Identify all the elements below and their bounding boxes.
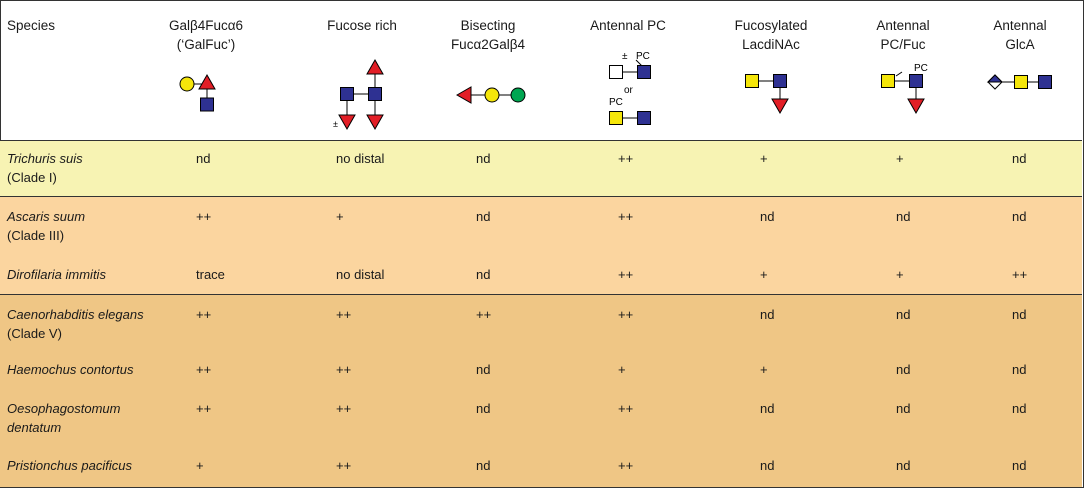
table-cell: nd	[760, 401, 775, 416]
species-name: Caenorhabditis elegans (Clade V)	[7, 305, 144, 343]
table-cell: no distal	[336, 267, 385, 282]
table-cell: ++	[476, 307, 492, 322]
antennal-pc-glycan-icon: ± PC or PC	[609, 51, 651, 125]
table-cell: nd	[196, 151, 211, 166]
clade-3-band	[0, 196, 1082, 294]
table-cell: +	[896, 267, 904, 282]
plusminus-label: ±	[622, 51, 628, 62]
column-header: Fucose rich	[327, 18, 397, 33]
table-cell: +	[760, 267, 768, 282]
species-label: Pristionchus pacificus	[7, 458, 132, 473]
fucose-rich-glycan-icon: ±	[333, 58, 384, 131]
galfuc-glycan-icon	[179, 73, 216, 112]
table-cell: +	[760, 362, 768, 377]
table-cell: ++	[336, 362, 352, 377]
table-cell: +	[196, 458, 204, 473]
bisecting-glycan-icon	[455, 86, 526, 104]
table-cell: nd	[760, 209, 775, 224]
clade-label: (Clade V)	[7, 326, 62, 341]
table-cell: nd	[476, 267, 491, 282]
species-name: Oesophagostomum dentatum	[7, 399, 120, 437]
species-name: Dirofilaria immitis	[7, 265, 106, 284]
table-cell: ++	[618, 401, 634, 416]
table-cell: trace	[196, 267, 225, 282]
pc-fuc-glycan-icon: PC	[881, 63, 928, 115]
table-cell: ++	[336, 307, 352, 322]
table-cell: ++	[196, 362, 212, 377]
table-cell: nd	[476, 151, 491, 166]
table-cell: nd	[1012, 401, 1027, 416]
table-cell: nd	[760, 458, 775, 473]
table-cell: ++	[618, 267, 634, 282]
species-name: Pristionchus pacificus	[7, 456, 132, 475]
table-cell: ++	[618, 151, 634, 166]
table-cell: +	[896, 151, 904, 166]
table-cell: ++	[196, 401, 212, 416]
table-cell: ++	[618, 307, 634, 322]
pc-label: PC	[914, 63, 928, 74]
table-cell: nd	[1012, 458, 1027, 473]
table-cell: nd	[1012, 209, 1027, 224]
table-cell: nd	[1012, 307, 1027, 322]
species-label: Caenorhabditis elegans	[7, 307, 144, 322]
species-label: Dirofilaria immitis	[7, 267, 106, 282]
species-name: Trichuris suis (Clade I)	[7, 149, 83, 187]
table-cell: nd	[476, 209, 491, 224]
pc-label: PC	[609, 97, 623, 108]
species-name: Ascaris suum (Clade III)	[7, 207, 85, 245]
species-name: Haemochus contortus	[7, 360, 133, 379]
table-cell: +	[618, 362, 626, 377]
table-cell: nd	[896, 458, 911, 473]
species-header: Species	[7, 18, 56, 33]
lacdinac-glycan-icon	[745, 74, 789, 115]
table-cell: ++	[618, 209, 634, 224]
table-cell: +	[760, 151, 768, 166]
clade-divider	[0, 196, 1082, 197]
clade-label: (Clade III)	[7, 228, 65, 243]
species-label: Ascaris suum	[7, 209, 86, 224]
clade-label: (Clade I)	[7, 170, 57, 185]
species-label: Oesophagostomum	[7, 401, 121, 416]
table-cell: ++	[1012, 267, 1028, 282]
table-cell: no distal	[336, 151, 385, 166]
table-cell: ++	[336, 401, 352, 416]
pc-label: PC	[636, 51, 650, 62]
species-label: Trichuris suis	[7, 151, 83, 166]
table-cell: nd	[1012, 151, 1027, 166]
table-cell: nd	[896, 209, 911, 224]
table-cell: nd	[896, 362, 911, 377]
species-label: Haemochus contortus	[7, 362, 134, 377]
clade-label: dentatum	[7, 420, 62, 435]
table-cell: nd	[1012, 362, 1027, 377]
table-cell: nd	[896, 401, 911, 416]
clade-divider	[0, 294, 1082, 295]
table-cell: ++	[196, 307, 212, 322]
table-cell: ++	[196, 209, 212, 224]
clade-1-band	[0, 140, 1082, 196]
table-cell: nd	[476, 362, 491, 377]
table-cell: ++	[618, 458, 634, 473]
table-cell: ++	[336, 458, 352, 473]
header-divider	[0, 140, 1082, 141]
table-cell: nd	[760, 307, 775, 322]
table-cell: nd	[476, 401, 491, 416]
plusminus-label: ±	[333, 119, 338, 129]
table-cell: +	[336, 209, 344, 224]
table-cell: nd	[476, 458, 491, 473]
glca-glycan-icon	[986, 74, 1052, 90]
table-cell: nd	[896, 307, 911, 322]
or-label: or	[624, 85, 634, 96]
clade-5-band	[0, 294, 1082, 487]
column-header: Antennal PC	[590, 18, 666, 33]
column-header: Galβ4Fucα6(‘GalFuc’)	[168, 18, 244, 52]
